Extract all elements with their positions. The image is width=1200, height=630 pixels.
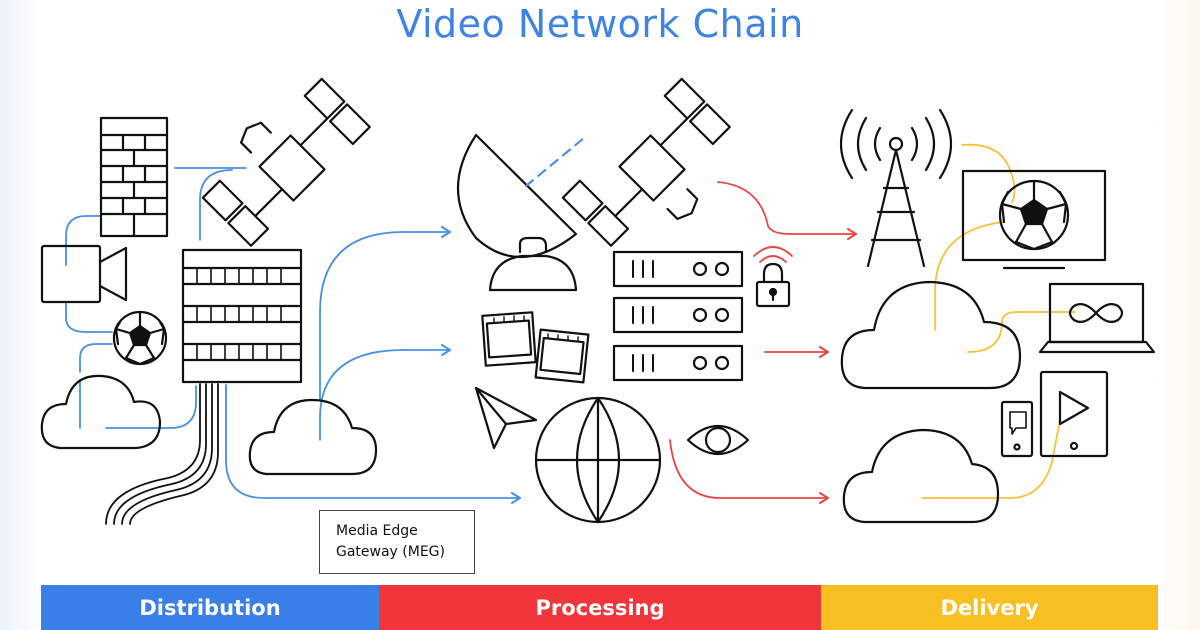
laptop-icon	[1038, 282, 1156, 354]
globe-icon	[534, 396, 662, 524]
padlock-wifi-icon	[753, 246, 793, 308]
server-rack-icon	[612, 250, 744, 382]
delivery-flow-lines	[921, 143, 1076, 499]
film-strip-icon	[481, 311, 590, 384]
phone-icon	[1000, 400, 1034, 458]
page-title: Video Network Chain	[396, 2, 804, 46]
cloud-icon	[40, 374, 162, 450]
eye-icon	[686, 425, 750, 455]
fiber-cables-icon	[105, 383, 219, 525]
video-camera-icon	[40, 244, 128, 304]
distribution-flow-lines	[65, 167, 521, 504]
data-center-building-icon	[181, 248, 303, 384]
paper-plane-icon	[474, 386, 538, 450]
stage-band-delivery: Delivery	[821, 585, 1158, 630]
tablet-icon	[1039, 370, 1109, 458]
satellite-icon	[201, 77, 371, 247]
satellite-dish-icon	[457, 133, 586, 292]
soccer-ball-icon	[998, 179, 1070, 251]
meg-annotation: Media Edge Gateway (MEG)	[319, 510, 475, 574]
stage-band-processing: Processing	[379, 585, 821, 630]
cloud-icon	[842, 428, 1000, 524]
monitor-icon	[961, 169, 1107, 270]
office-building-icon	[99, 116, 169, 238]
cloud-icon	[840, 280, 1022, 390]
satellite-icon	[561, 77, 731, 247]
soccer-ball-icon	[112, 310, 168, 366]
cloud-icon	[248, 398, 378, 476]
broadcast-tower-icon	[840, 108, 952, 268]
stage-band-distribution: Distribution	[41, 585, 379, 630]
processing-flow-lines	[669, 181, 857, 504]
